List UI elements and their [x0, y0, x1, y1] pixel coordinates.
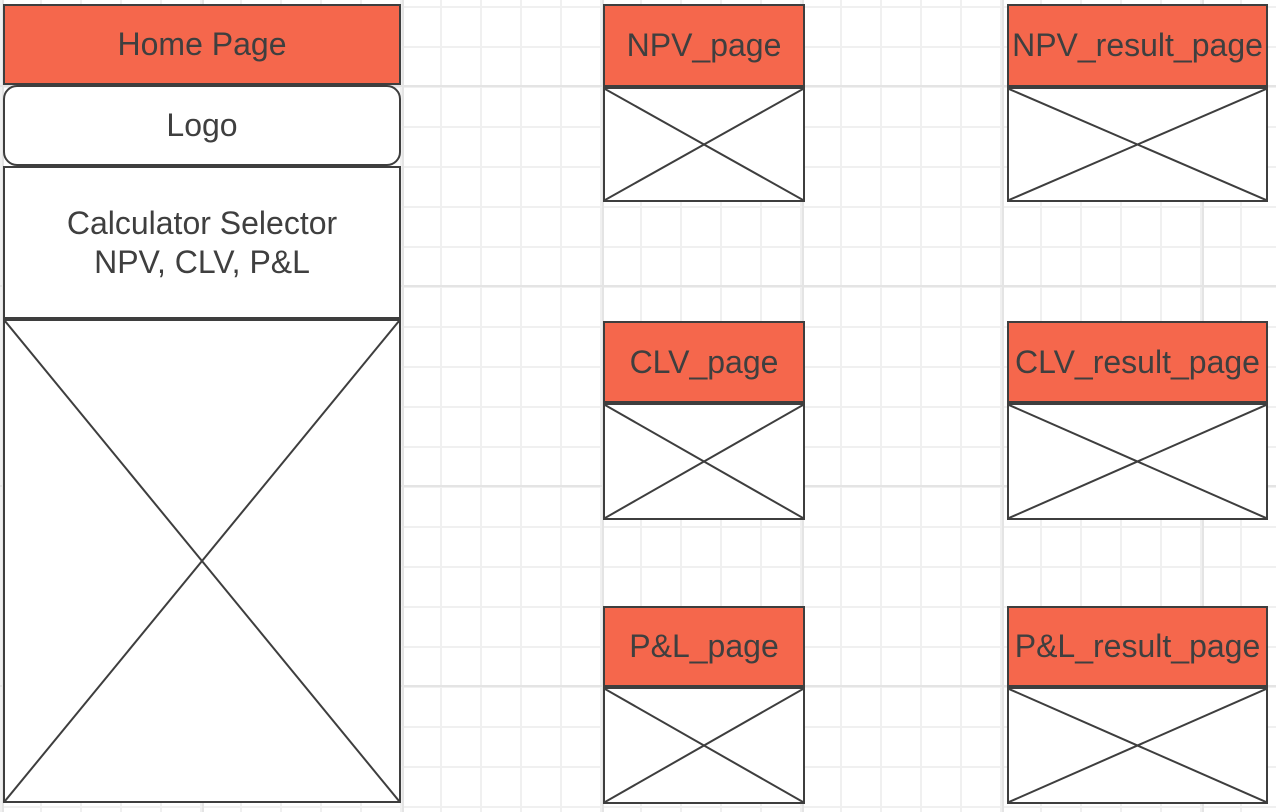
placeholder-cross-icon: [1009, 89, 1266, 200]
clv-result-page-image-placeholder[interactable]: [1007, 403, 1268, 520]
pl-page-title: P&L_page: [629, 628, 779, 665]
clv-page-title: CLV_page: [629, 343, 779, 380]
pl-page-title-bar[interactable]: P&L_page: [603, 606, 805, 687]
placeholder-cross-icon: [1009, 405, 1266, 518]
home-calculator-selector-box[interactable]: Calculator Selector NPV, CLV, P&L: [3, 166, 401, 319]
npv-page-title: NPV_page: [626, 27, 782, 64]
home-page-title: Home Page: [117, 26, 287, 63]
npv-result-page-title-bar[interactable]: NPV_result_page: [1007, 4, 1268, 87]
placeholder-cross-icon: [605, 689, 803, 802]
placeholder-cross-icon: [5, 321, 399, 801]
home-page-title-bar[interactable]: Home Page: [3, 4, 401, 85]
npv-page-image-placeholder[interactable]: [603, 87, 805, 202]
npv-result-page-image-placeholder[interactable]: [1007, 87, 1268, 202]
pl-result-page-title: P&L_result_page: [1014, 628, 1261, 665]
clv-page-image-placeholder[interactable]: [603, 403, 805, 520]
placeholder-cross-icon: [605, 89, 803, 200]
home-logo-label: Logo: [166, 107, 238, 144]
pl-result-page-image-placeholder[interactable]: [1007, 687, 1268, 804]
placeholder-cross-icon: [605, 405, 803, 518]
home-logo-box[interactable]: Logo: [3, 85, 401, 166]
clv-page-title-bar[interactable]: CLV_page: [603, 321, 805, 403]
clv-result-page-title: CLV_result_page: [1015, 343, 1260, 380]
home-image-placeholder[interactable]: [3, 319, 401, 803]
calculator-selector-label: Calculator Selector: [66, 205, 338, 242]
npv-page-title-bar[interactable]: NPV_page: [603, 4, 805, 87]
npv-result-page-title: NPV_result_page: [1012, 27, 1263, 64]
calculator-selector-options: NPV, CLV, P&L: [94, 243, 310, 280]
placeholder-cross-icon: [1009, 689, 1266, 802]
clv-result-page-title-bar[interactable]: CLV_result_page: [1007, 321, 1268, 403]
pl-page-image-placeholder[interactable]: [603, 687, 805, 804]
pl-result-page-title-bar[interactable]: P&L_result_page: [1007, 606, 1268, 687]
